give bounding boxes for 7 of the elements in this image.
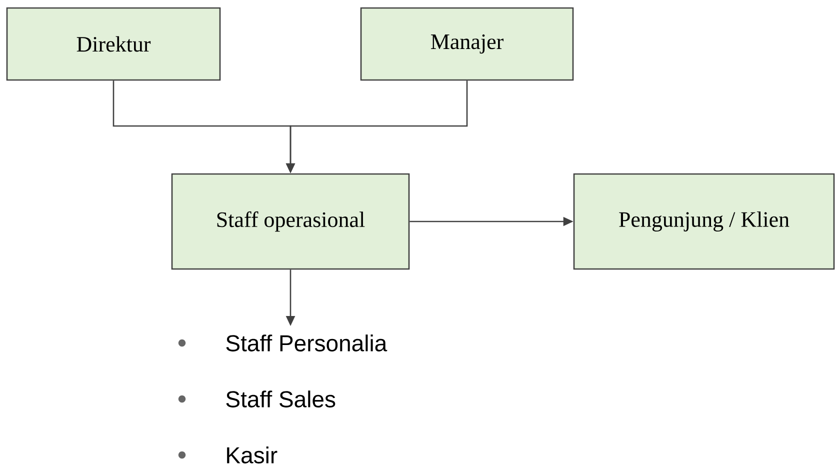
process-box: Pengunjung / Klien xyxy=(573,173,835,270)
list-item: Staff Sales xyxy=(226,390,336,408)
list-item: Staff Personalia xyxy=(226,334,388,352)
process-box: Direktur xyxy=(6,7,221,81)
process-box: Staff operasional xyxy=(171,173,410,270)
list-item: Kasir xyxy=(227,446,278,464)
process-box: Manajer xyxy=(360,7,574,81)
